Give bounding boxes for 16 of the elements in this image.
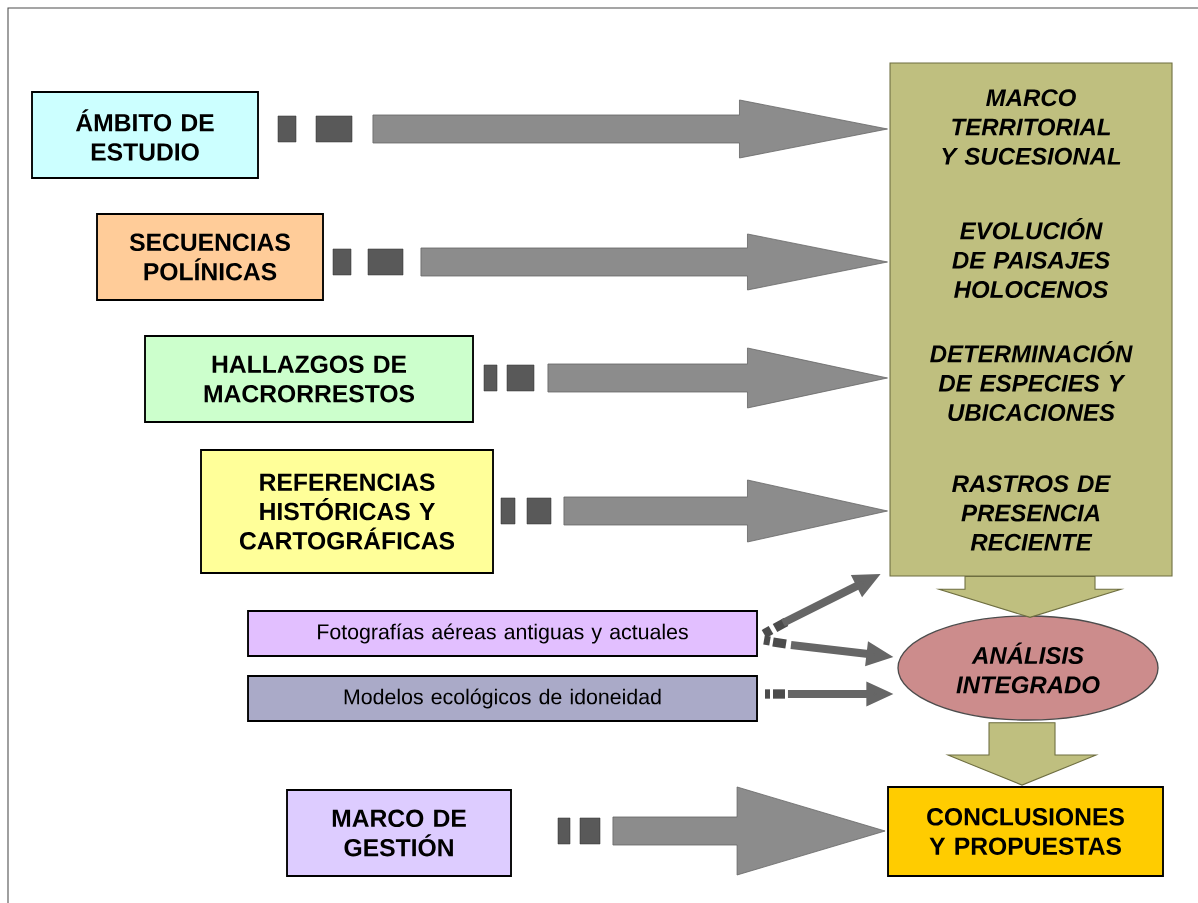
- block-arrow: [483, 347, 888, 409]
- source-box: Modelos ecológicos de idoneidad: [247, 675, 758, 722]
- source-box: Fotografías aéreas antiguas y actuales: [247, 610, 758, 657]
- summary-box: MARCO TERRITORIAL Y SUCESIONAL EVOLUCIÓN DE PAISAJES HOLOCENOS DETERMINACIÓN DE ESPECIES Y UBICACIONES RASTROS DE PRESENCIA RECIENTE: [889, 62, 1173, 577]
- label-box: HALLAZGOS DE MACRORRESTOS: [144, 335, 474, 423]
- label-box: MARCO DE GESTIÓN: [286, 789, 512, 877]
- block-arrow: [557, 786, 886, 876]
- result-box: CONCLUSIONES Y PROPUESTAS: [887, 786, 1164, 877]
- block-arrow: [500, 479, 888, 543]
- block-arrow: [935, 576, 1125, 618]
- block-arrow: [332, 233, 888, 291]
- label-box: ÁMBITO DE ESTUDIO: [31, 91, 259, 179]
- label-box: SECUENCIAS POLÍNICAS: [96, 213, 324, 301]
- block-arrow: [277, 99, 888, 159]
- block-arrow: [945, 722, 1099, 786]
- label-box: REFERENCIAS HISTÓRICAS Y CARTOGRÁFICAS: [200, 449, 494, 574]
